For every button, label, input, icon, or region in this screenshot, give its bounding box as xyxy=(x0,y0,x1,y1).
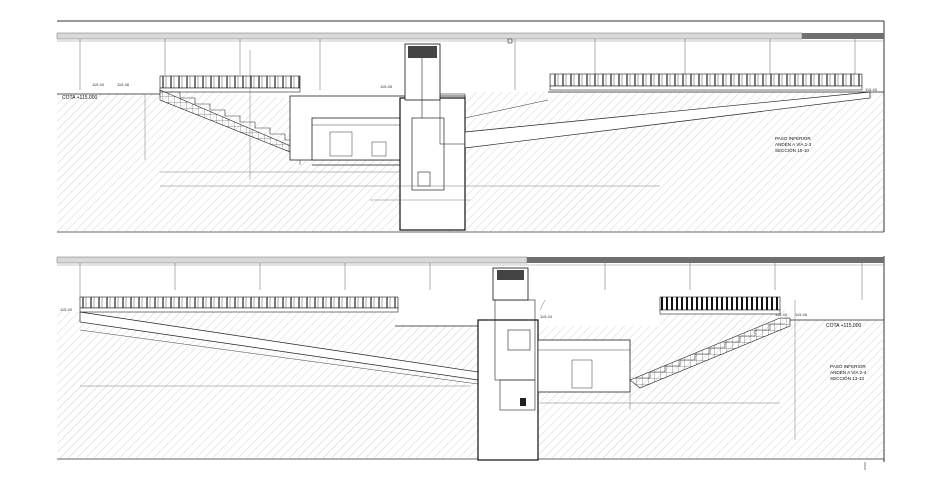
section-title-2-line3: SECCIÓN 13-13 xyxy=(830,375,864,381)
section-title-2-line2: ANDÉN A VÍA 2-4 xyxy=(830,369,867,375)
railing-left xyxy=(159,75,301,89)
lift-cabin xyxy=(411,117,445,191)
canopy-band-2 xyxy=(56,256,528,264)
level-label-1a: 115.40 xyxy=(92,82,105,87)
dimension-lines-1 xyxy=(144,50,660,201)
section-panel-2: 115.40 115.44 115.48 115.40 COTA +115.00… xyxy=(56,256,885,462)
level-label-2d: 115.40 xyxy=(775,312,788,317)
section-title-1-line3: SECCIÓN 10-10 xyxy=(775,147,809,153)
level-label-2b: 115.44 xyxy=(540,314,553,319)
ramp-right xyxy=(464,91,871,149)
section-panel-1: COTA +115.000 115.40 115.48 115.45 115.4… xyxy=(56,20,885,233)
level-label-1d: 115.40 xyxy=(865,87,878,92)
lift-machine xyxy=(408,46,437,58)
canopy-band-dark-2 xyxy=(527,257,884,263)
passage-room-2 xyxy=(537,339,631,393)
railing-left-2 xyxy=(79,296,399,309)
section-title-1-line2: ANDÉN A VÍA 1-3 xyxy=(775,141,812,147)
level-label-1b: 115.48 xyxy=(117,82,130,87)
railing-right xyxy=(549,73,863,87)
lift-machine-2 xyxy=(497,270,524,280)
canopy-posts-2 xyxy=(79,263,863,300)
level-label-2c: 115.48 xyxy=(795,312,808,317)
level-label-1c: 115.45 xyxy=(380,84,393,89)
cota-label-2: COTA +115.000 xyxy=(826,323,861,329)
passage-room xyxy=(311,117,403,161)
level-label-2a: 115.40 xyxy=(60,307,73,312)
railing-right-2 xyxy=(659,296,781,311)
canopy-band-dark xyxy=(802,33,884,39)
section-title-2-line1: PASO INFERIOR xyxy=(830,364,866,369)
ground-hatch xyxy=(57,88,884,232)
cota-label-1: COTA +115.000 xyxy=(62,95,97,101)
canopy-band xyxy=(56,32,803,40)
section-title-1-line1: PASO INFERIOR xyxy=(775,136,811,141)
dimension-lines-2 xyxy=(80,299,796,440)
